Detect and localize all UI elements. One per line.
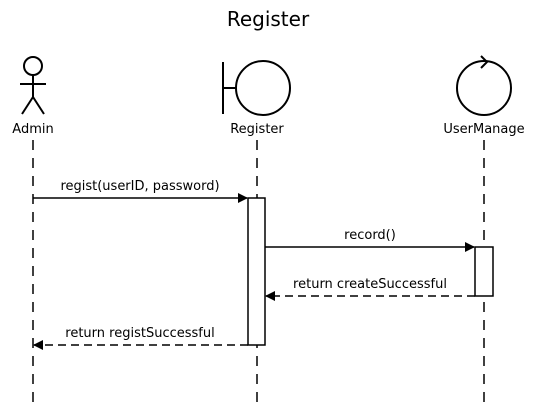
participant-register: Register: [222, 60, 291, 137]
message-return-create: return createSuccessful: [265, 277, 475, 301]
activation-bar-usermanage: [474, 246, 494, 297]
activation-bar-register: [247, 197, 266, 346]
participant-admin: Admin: [12, 56, 54, 137]
message-record: record(): [265, 228, 475, 252]
participant-label-register: Register: [230, 122, 284, 137]
message-regist: regist(userID, password): [33, 179, 248, 203]
participant-usermanage: UserManage: [443, 55, 525, 137]
control-icon: [456, 55, 512, 116]
participant-label-usermanage: UserManage: [443, 122, 524, 137]
message-label-regist: regist(userID, password): [60, 179, 219, 194]
message-return-regist: return registSuccessful: [33, 326, 248, 350]
participant-label-admin: Admin: [12, 122, 53, 137]
message-label-return-regist: return registSuccessful: [65, 326, 214, 341]
message-label-return-create: return createSuccessful: [293, 277, 447, 292]
message-label-record: record(): [344, 228, 396, 243]
page-title: Register: [227, 7, 310, 31]
boundary-icon: [222, 60, 291, 116]
actor-icon: [20, 56, 46, 115]
